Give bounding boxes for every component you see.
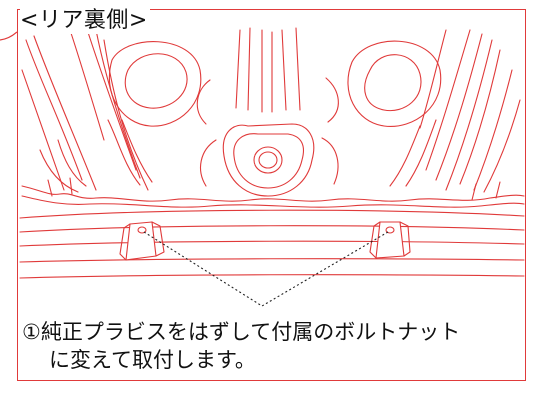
left-clip-bracket (119, 221, 165, 261)
caption-line-1: ①純正プラビスをはずして付属のボルトナット (22, 320, 461, 344)
caption-line-2: に変えて取付します。 (49, 348, 256, 372)
right-body-lines (419, 29, 521, 193)
left-body-lines (21, 25, 149, 193)
center-upper-bars (235, 27, 301, 113)
right-oval-pocket (347, 40, 442, 187)
diagram-frame (17, 9, 526, 381)
diagram-title: <リア裏側> (20, 8, 150, 34)
title-lead-line (0, 31, 17, 41)
right-clip-bracket (369, 221, 411, 259)
leader-lines (143, 231, 389, 307)
bumper-bands (19, 209, 525, 279)
left-oval-pocket (107, 41, 202, 186)
body-lower-edge (21, 177, 525, 208)
center-mount (196, 77, 339, 197)
instruction-caption: ①純正プラビスをはずして付属のボルトナット に変えて取付します。 (22, 318, 522, 374)
